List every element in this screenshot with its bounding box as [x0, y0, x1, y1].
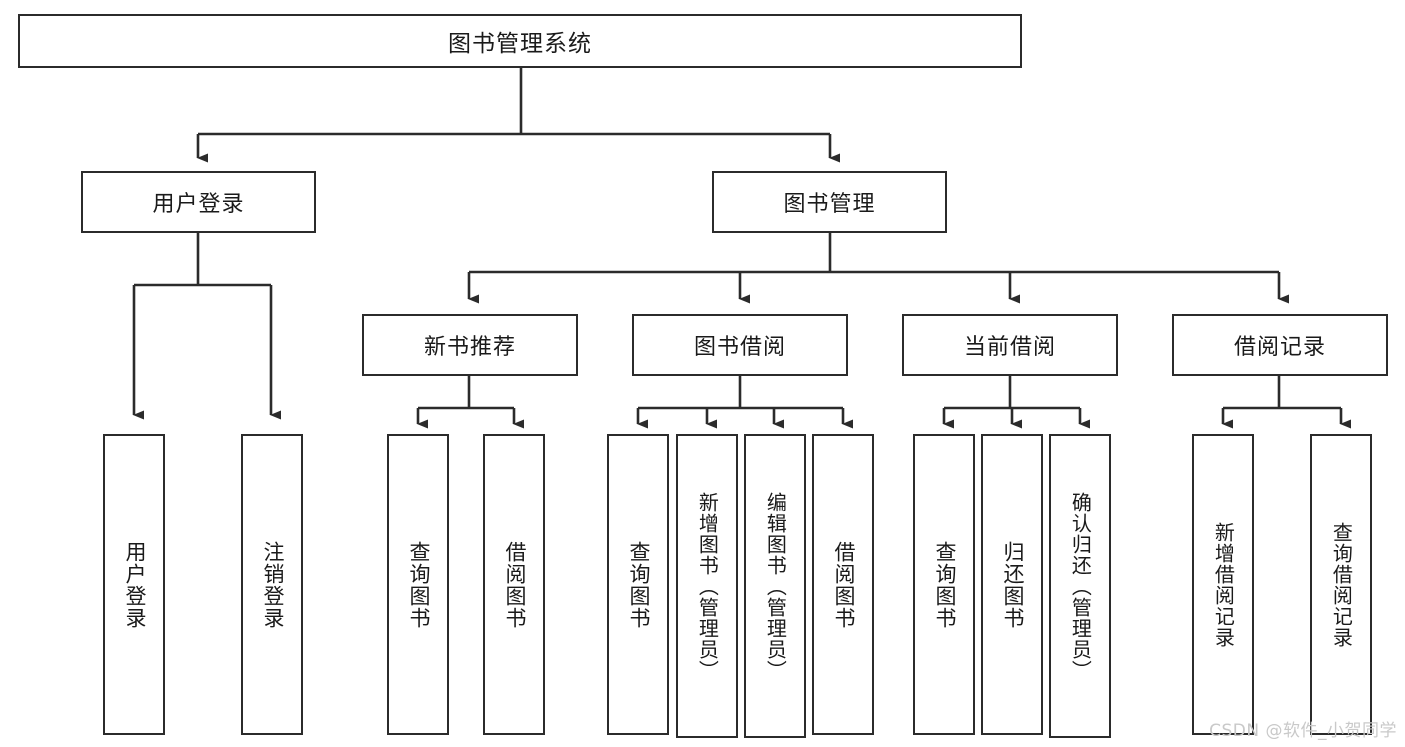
node-new-book-recommend[interactable]: 新书推荐 [362, 314, 578, 376]
node-book-borrow[interactable]: 图书借阅 [632, 314, 848, 376]
node-leaf-query-book-recommend[interactable]: 查询图书 [387, 434, 449, 735]
node-borrow-record[interactable]: 借阅记录 [1172, 314, 1388, 376]
node-leaf-query-book[interactable]: 查询图书 [607, 434, 669, 735]
node-label: 借阅图书 [831, 540, 856, 629]
node-label: 图书借阅 [693, 335, 786, 360]
node-label: 归还图书 [1000, 540, 1025, 629]
node-label: 用户登录 [152, 192, 245, 217]
node-book-management-system[interactable]: 图书管理系统 [18, 14, 1022, 68]
node-label: 用户登录 [122, 540, 147, 629]
node-leaf-user-logout[interactable]: 注销登录 [241, 434, 303, 735]
node-label: 图书管理 [783, 192, 876, 217]
node-label: 编辑图书（管理员） [763, 491, 788, 681]
node-label: 新增图书（管理员） [695, 491, 720, 681]
node-leaf-borrow-book[interactable]: 借阅图书 [812, 434, 874, 735]
node-label: 查询图书 [626, 540, 651, 629]
node-book-management[interactable]: 图书管理 [712, 171, 947, 233]
node-leaf-edit-book-admin[interactable]: 编辑图书（管理员） [744, 434, 806, 738]
node-label: 借阅记录 [1233, 335, 1326, 360]
node-label: 注销登录 [260, 540, 285, 629]
node-user-login[interactable]: 用户登录 [81, 171, 316, 233]
node-leaf-query-borrow-record[interactable]: 查询借阅记录 [1310, 434, 1372, 735]
csdn-watermark: CSDN @软件_小贺同学 [1209, 721, 1397, 741]
node-label: 查询图书 [932, 540, 957, 629]
node-leaf-add-borrow-record[interactable]: 新增借阅记录 [1192, 434, 1254, 735]
node-label: 当前借阅 [963, 335, 1056, 360]
node-leaf-query-book-current[interactable]: 查询图书 [913, 434, 975, 735]
node-label: 查询图书 [406, 540, 431, 629]
node-leaf-add-book-admin[interactable]: 新增图书（管理员） [676, 434, 738, 738]
node-leaf-user-login[interactable]: 用户登录 [103, 434, 165, 735]
node-leaf-return-book[interactable]: 归还图书 [981, 434, 1043, 735]
node-label: 借阅图书 [502, 540, 527, 629]
node-label: 新书推荐 [423, 335, 516, 360]
node-label: 查询借阅记录 [1329, 521, 1354, 648]
node-label: 确认归还（管理员） [1068, 491, 1093, 681]
node-current-borrow[interactable]: 当前借阅 [902, 314, 1118, 376]
node-label: 新增借阅记录 [1211, 521, 1236, 648]
node-leaf-confirm-return-admin[interactable]: 确认归还（管理员） [1049, 434, 1111, 738]
node-label: 图书管理系统 [448, 31, 592, 57]
node-leaf-borrow-book-recommend[interactable]: 借阅图书 [483, 434, 545, 735]
